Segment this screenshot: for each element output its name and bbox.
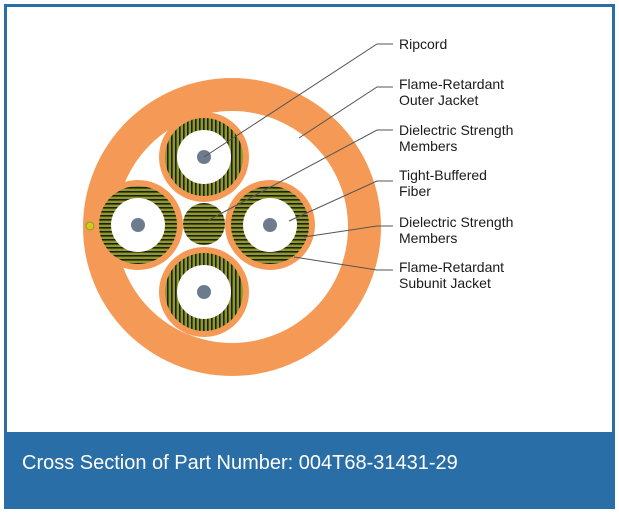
- leader-subunit-jacket: [293, 256, 393, 271]
- label-subunit-jacket-line2: Subunit Jacket: [399, 275, 491, 291]
- label-strength-bottom-line2: Members: [399, 230, 457, 246]
- fiber-core: [197, 285, 211, 299]
- diagram-frame: Ripcord Flame-Retardant Outer Jacket Die…: [4, 4, 615, 509]
- caption-bar: Cross Section of Part Number: 004T68-314…: [7, 432, 612, 506]
- subunit-bottom: [159, 247, 249, 337]
- label-subunit-jacket-line1: Flame-Retardant: [399, 259, 504, 275]
- fiber-core: [131, 218, 145, 232]
- leader-strength-top: [206, 129, 393, 222]
- label-strength-top-line2: Members: [399, 138, 457, 154]
- label-outer-jacket-line1: Flame-Retardant: [399, 76, 504, 92]
- label-outer-jacket-line2: Outer Jacket: [399, 92, 478, 108]
- leader-strength-bottom: [303, 225, 393, 238]
- label-ripcord: Ripcord: [399, 36, 447, 52]
- ripcord: [85, 221, 95, 231]
- central-strength-member: [183, 203, 225, 245]
- fiber-core: [263, 218, 277, 232]
- cable-cross-section-diagram: Ripcord Flame-Retardant Outer Jacket Die…: [83, 36, 513, 376]
- label-strength-bottom-line1: Dielectric Strength: [399, 214, 513, 230]
- leader-outer-jacket: [298, 86, 393, 139]
- caption: Cross Section of Part Number: 004T68-314…: [22, 452, 458, 474]
- subunit-left: [93, 180, 183, 270]
- leader-fiber: [288, 180, 393, 222]
- label-strength-top-line1: Dielectric Strength: [399, 122, 513, 138]
- leader-lines: [203, 43, 393, 271]
- subunit-right: [225, 180, 315, 270]
- leader-ripcord: [203, 43, 393, 158]
- label-fiber-line1: Tight-Buffered: [399, 167, 487, 183]
- label-fiber-line2: Fiber: [399, 183, 431, 199]
